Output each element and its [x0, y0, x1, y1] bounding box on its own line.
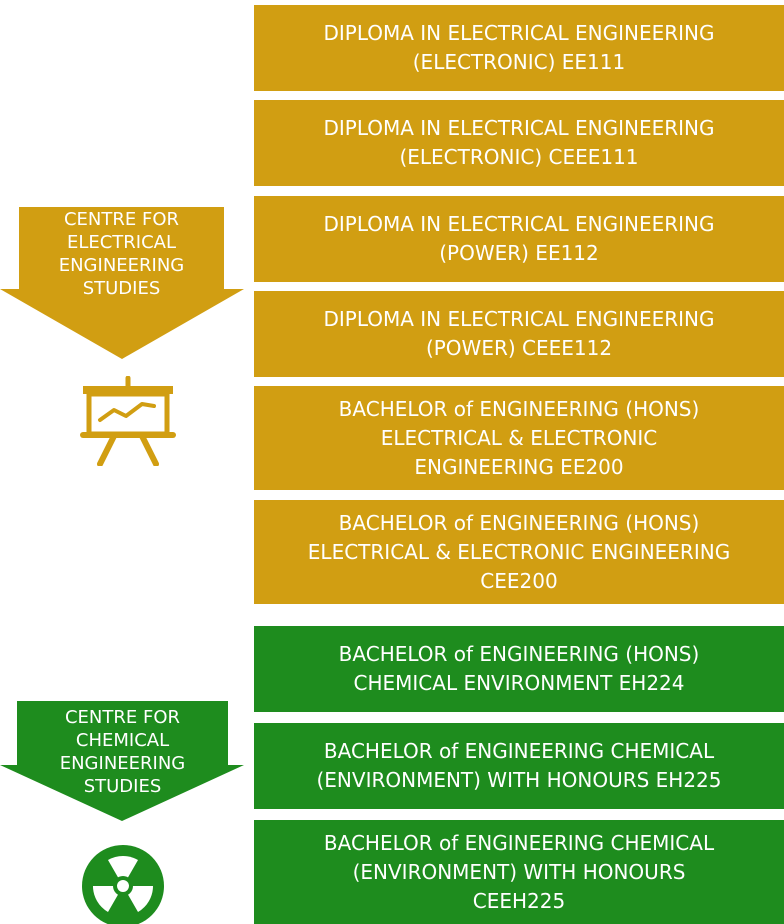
programme-eh225: BACHELOR of ENGINEERING CHEMICAL (ENVIRO…: [254, 723, 784, 809]
programme-line: DIPLOMA IN ELECTRICAL ENGINEERING: [323, 307, 715, 331]
programme-line: ELECTRICAL & ELECTRONIC ENGINEERING: [307, 539, 731, 564]
programme-line: BACHELOR of ENGINEERING (HONS): [338, 396, 700, 421]
programme-ee200: BACHELOR of ENGINEERING (HONS) ELECTRICA…: [254, 386, 784, 490]
electrical-centre-line: ELECTRICAL: [66, 232, 177, 253]
programme-line: (ELECTRONIC) CEEE111: [399, 145, 639, 169]
programme-ceee112: DIPLOMA IN ELECTRICAL ENGINEERING (POWER…: [254, 291, 784, 377]
programme-line: BACHELOR of ENGINEERING CHEMICAL: [323, 830, 715, 855]
chemical-centre-arrow: [0, 701, 244, 821]
electrical-centre-line: CENTRE FOR: [63, 209, 180, 230]
programme-line: CEE200: [480, 568, 558, 593]
programme-ee111: DIPLOMA IN ELECTRICAL ENGINEERING (ELECT…: [254, 5, 784, 91]
chemical-centre-line: ENGINEERING: [59, 753, 186, 774]
chemical-centre-line: CHEMICAL: [75, 730, 170, 751]
programme-line: (POWER) EE112: [439, 241, 599, 265]
programme-line: (ENVIRONMENT) WITH HONOURS: [352, 859, 686, 884]
chemical-centre-label: CENTRE FOR CHEMICAL ENGINEERING STUDIES: [17, 706, 228, 798]
programme-line: DIPLOMA IN ELECTRICAL ENGINEERING: [323, 212, 715, 236]
programme-line: BACHELOR of ENGINEERING (HONS): [338, 510, 700, 535]
programme-ceeh225: BACHELOR of ENGINEERING CHEMICAL (ENVIRO…: [254, 820, 784, 924]
programme-line: DIPLOMA IN ELECTRICAL ENGINEERING: [323, 21, 715, 45]
chemical-centre-line: STUDIES: [83, 776, 162, 797]
presentation-board-icon: [80, 376, 176, 466]
electrical-centre-label: CENTRE FOR ELECTRICAL ENGINEERING STUDIE…: [19, 208, 224, 300]
programme-line: (POWER) CEEE112: [425, 336, 613, 360]
programme-line: CHEMICAL ENVIRONMENT EH224: [353, 671, 685, 695]
electrical-centre-line: STUDIES: [82, 278, 161, 299]
programme-line: DIPLOMA IN ELECTRICAL ENGINEERING: [323, 116, 715, 140]
electrical-centre-line: ENGINEERING: [58, 255, 185, 276]
programme-line: (ENVIRONMENT) WITH HONOURS EH225: [316, 768, 722, 792]
programme-ceee111: DIPLOMA IN ELECTRICAL ENGINEERING (ELECT…: [254, 100, 784, 186]
programme-ee112: DIPLOMA IN ELECTRICAL ENGINEERING (POWER…: [254, 196, 784, 282]
programme-line: BACHELOR of ENGINEERING (HONS): [338, 642, 700, 666]
programme-line: BACHELOR of ENGINEERING CHEMICAL: [323, 739, 715, 763]
radiation-icon: [82, 845, 164, 924]
electrical-centre-arrow: [0, 207, 244, 359]
chemical-centre-line: CENTRE FOR: [64, 707, 181, 728]
programme-cee200: BACHELOR of ENGINEERING (HONS) ELECTRICA…: [254, 500, 784, 604]
programme-line: ENGINEERING EE200: [414, 454, 624, 479]
programme-line: ELECTRICAL & ELECTRONIC: [380, 425, 658, 450]
programme-line: CEEH225: [472, 888, 566, 913]
programme-line: (ELECTRONIC) EE111: [412, 50, 626, 74]
programme-eh224: BACHELOR of ENGINEERING (HONS) CHEMICAL …: [254, 626, 784, 712]
